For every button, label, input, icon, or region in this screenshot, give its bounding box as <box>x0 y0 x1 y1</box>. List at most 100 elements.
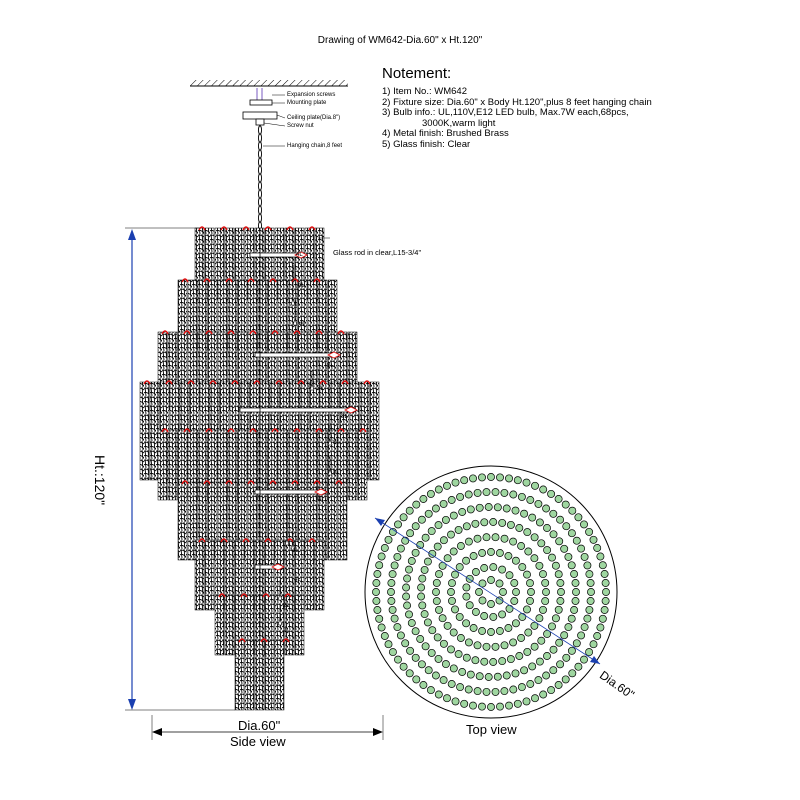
crystal <box>554 681 563 689</box>
crystal <box>462 556 471 565</box>
bulb <box>290 543 296 551</box>
crystal <box>543 629 552 638</box>
drawing-title: Drawing of WM642-Dia.60" x Ht.120" <box>317 35 483 46</box>
crystal <box>473 534 482 543</box>
crystal <box>478 549 487 557</box>
rod-hook <box>183 428 191 433</box>
crystal <box>585 605 594 614</box>
crystal <box>434 485 443 494</box>
rod-hook <box>203 278 211 283</box>
crystal <box>515 652 524 660</box>
crystal <box>441 660 450 669</box>
rod-hook <box>264 538 272 543</box>
crystal <box>419 681 428 689</box>
crystal <box>439 639 448 648</box>
crystal <box>421 533 430 542</box>
crystal <box>567 529 576 538</box>
height-dimension <box>125 227 235 711</box>
crystal <box>505 571 514 580</box>
crystal <box>487 548 495 556</box>
crystal <box>471 656 480 665</box>
crystal <box>498 518 507 527</box>
crystal <box>556 579 565 587</box>
crystal <box>394 520 402 529</box>
crystal <box>596 552 605 561</box>
crystal <box>561 500 570 509</box>
crystal <box>589 535 598 544</box>
crystal <box>598 561 607 570</box>
glass-rod <box>294 594 305 656</box>
rod-hook <box>293 428 301 433</box>
crystal <box>439 676 448 685</box>
crystal <box>539 605 547 614</box>
crystal <box>427 648 436 657</box>
crystal <box>513 476 522 485</box>
crystal <box>542 588 550 596</box>
crystal <box>518 612 527 621</box>
crystal <box>420 610 429 619</box>
bulb-label: 4L <box>298 283 305 289</box>
crystal <box>520 509 529 518</box>
chain-link <box>258 149 262 159</box>
crystal <box>586 579 595 587</box>
crystal <box>464 490 473 499</box>
rod-hook <box>183 330 191 335</box>
crystal <box>583 614 592 623</box>
crystal <box>451 478 460 487</box>
glass-rod <box>337 481 348 561</box>
crystal <box>412 675 421 684</box>
crystal <box>394 655 402 664</box>
crystal <box>449 547 458 556</box>
crystal <box>405 506 414 515</box>
chain-link <box>258 189 262 199</box>
bulb-label: 4L <box>292 548 299 554</box>
crystal <box>427 527 436 536</box>
crystal <box>541 597 550 606</box>
bulb <box>314 488 328 496</box>
crystal <box>572 536 581 545</box>
bulb-label: 2L <box>283 603 290 609</box>
crystal <box>602 588 610 596</box>
chain-link <box>258 197 262 207</box>
crystal <box>438 614 447 623</box>
glass-rod <box>167 429 178 501</box>
crystal <box>500 641 509 650</box>
crystal <box>482 687 491 696</box>
crystal <box>535 614 544 623</box>
crystal <box>570 570 579 578</box>
crystal <box>489 612 498 621</box>
rod-hook <box>335 480 343 485</box>
bulb <box>292 318 298 326</box>
crystal <box>478 702 486 711</box>
rod-hook <box>242 538 250 543</box>
crystal <box>513 699 522 708</box>
rod-hook <box>297 380 305 385</box>
crystal <box>380 544 389 552</box>
crystal <box>384 535 393 544</box>
bulb <box>344 406 358 414</box>
crystal <box>520 666 529 675</box>
rod-hook <box>341 380 349 385</box>
side-view-label: Side view <box>230 734 286 749</box>
crystal <box>543 652 551 660</box>
callout-hanging-chain: Hanging chain,8 feet <box>287 143 343 149</box>
crystal <box>435 570 443 579</box>
rod-hook <box>220 226 228 231</box>
rod-hook <box>165 380 173 385</box>
crystal <box>384 640 393 649</box>
crystal <box>471 608 480 616</box>
crystal <box>405 565 413 574</box>
crystal <box>454 650 463 659</box>
crystal <box>580 655 588 664</box>
crystal <box>598 614 607 623</box>
rod-hook <box>209 380 217 385</box>
crystal <box>478 627 487 635</box>
crystal <box>571 579 580 587</box>
crystal <box>493 503 502 512</box>
crystal <box>593 632 602 640</box>
crystal <box>557 588 565 596</box>
crystal <box>462 522 471 531</box>
glass-rod <box>194 539 205 611</box>
bulb-label: 4L <box>294 577 301 583</box>
crystal <box>402 583 411 592</box>
